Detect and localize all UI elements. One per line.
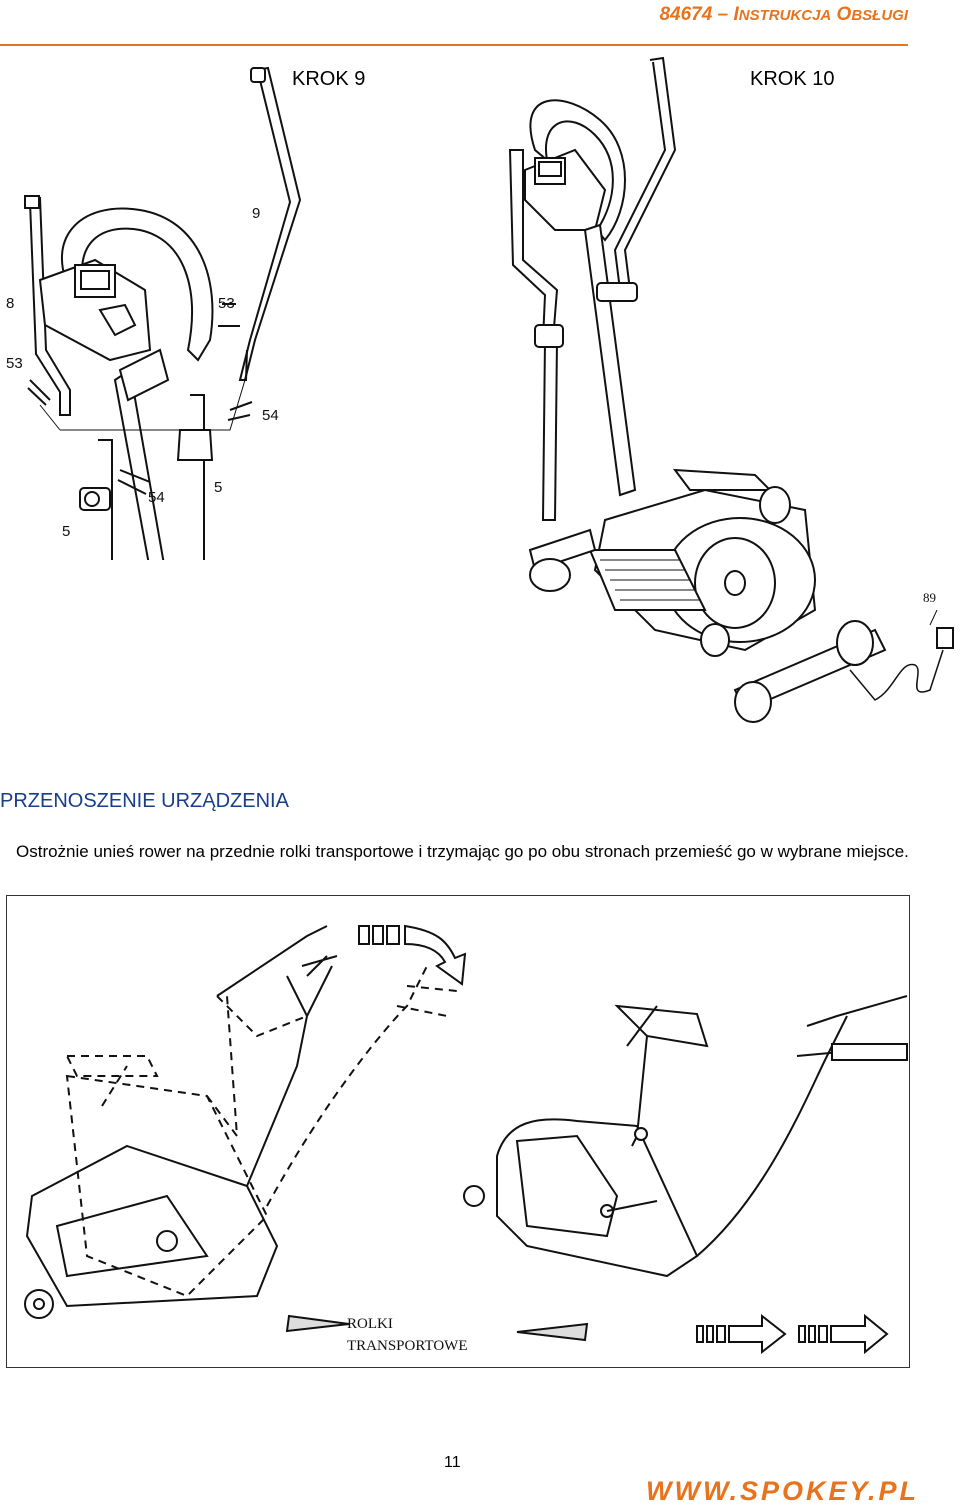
- transport-illustration: ROLKI TRANSPORTOWE: [24, 924, 908, 1355]
- header-dash: –: [717, 4, 729, 25]
- callout-54-a: 54: [262, 407, 279, 424]
- step-9-label: KROK 9: [292, 68, 366, 90]
- title-rest-1: NSTRUKCJA: [738, 7, 832, 24]
- callout-5-a: 5: [214, 479, 222, 496]
- title-rest-2: BSŁUGI: [851, 7, 908, 24]
- move-arrow-icon-2: [798, 1313, 889, 1355]
- callout-53-b: 53: [6, 355, 23, 372]
- wheels-label-line1: ROLKI: [347, 1316, 393, 1332]
- title-initial-1: I: [733, 4, 739, 25]
- callout-8: 8: [6, 295, 14, 312]
- title-initial-2: O: [836, 4, 852, 25]
- step-10-illustration: 89: [508, 56, 954, 723]
- callout-89: 89: [923, 590, 936, 605]
- callout-53-a: 53: [218, 295, 235, 312]
- section-title: PRZENOSZENIE URZĄDZENIA: [0, 790, 289, 812]
- transport-figure: ROLKI TRANSPORTOWE: [6, 895, 910, 1368]
- callout-54-b: 54: [148, 489, 165, 506]
- callout-5-b: 5: [62, 523, 70, 540]
- step-10-label: KROK 10: [750, 68, 835, 90]
- callout-9: 9: [252, 205, 260, 222]
- wheels-label-line2: TRANSPORTOWE: [347, 1338, 468, 1354]
- document-header: 84674 – INSTRUKCJA OBSŁUGI: [659, 4, 908, 26]
- step-9-illustration: 9 8 53 53 54 54 5 5: [6, 66, 302, 560]
- page-number: 11: [444, 1454, 461, 1471]
- product-code: 84674: [659, 4, 713, 25]
- move-arrow-icon: [696, 1313, 787, 1355]
- header-rule: [0, 44, 908, 46]
- header-title: INSTRUKCJA OBSŁUGI: [733, 4, 908, 25]
- rotate-arrow-icon: [358, 924, 467, 986]
- brand-logo: WWW.SPOKEY.PL: [646, 1476, 920, 1506]
- section-text: Ostrożnie unieś rower na przednie rolki …: [16, 842, 909, 861]
